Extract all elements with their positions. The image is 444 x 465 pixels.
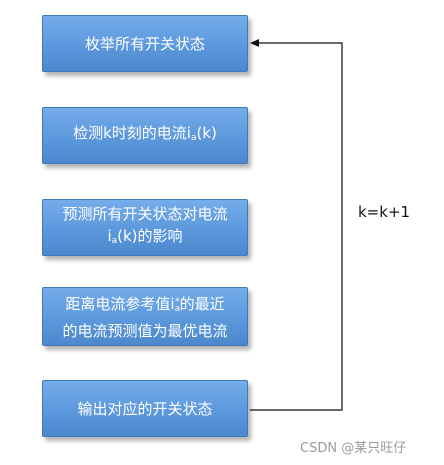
- step-output-text: 输出对应的开关状态: [77, 399, 213, 418]
- step-select-line2: 的电流预测值为最优电流: [62, 322, 228, 340]
- step-predict-line2-suffix: (k)的影响: [117, 227, 183, 245]
- step-select-line1-subscript: a: [174, 304, 181, 314]
- step-select-optimal-current: 距离电流参考值ia*的最近 的电流预测值为最优电流: [42, 287, 248, 346]
- feedback-loop-arrowhead: [250, 39, 259, 47]
- step-measure-current: 检测k时刻的电流ia(k): [42, 107, 248, 164]
- step-enumerate-text: 枚举所有开关状态: [84, 34, 205, 53]
- step-select-line1-superscript: *: [175, 297, 180, 307]
- step-predict-line1: 预测所有开关状态对电流: [62, 205, 228, 223]
- step-measure-text: 检测k时刻的电流ia(k): [73, 122, 217, 149]
- step-measure-suffix: (k): [196, 124, 217, 142]
- feedback-loop-line: [250, 42, 343, 411]
- step-output-switch-state: 输出对应的开关状态: [42, 380, 248, 437]
- step-predict-current: 预测所有开关状态对电流 ia(k)的影响: [42, 199, 248, 256]
- step-select-line1-prefix: 距离电流参考值i: [65, 295, 175, 313]
- watermark: CSDN @某只旺仔: [300, 441, 407, 456]
- step-predict-line2: ia(k)的影响: [107, 225, 182, 252]
- step-select-line1-suffix: 的最近: [179, 295, 225, 313]
- step-enumerate-switch-states: 枚举所有开关状态: [42, 15, 248, 72]
- step-measure-prefix: 检测k时刻的电流i: [73, 124, 191, 142]
- step-measure-subscript: a: [190, 133, 197, 143]
- loop-increment-label: k=k+1: [358, 203, 411, 221]
- step-predict-line2-prefix: i: [107, 227, 112, 245]
- step-select-line1: 距离电流参考值ia*的最近: [65, 291, 224, 320]
- step-predict-line2-subscript: a: [111, 236, 118, 246]
